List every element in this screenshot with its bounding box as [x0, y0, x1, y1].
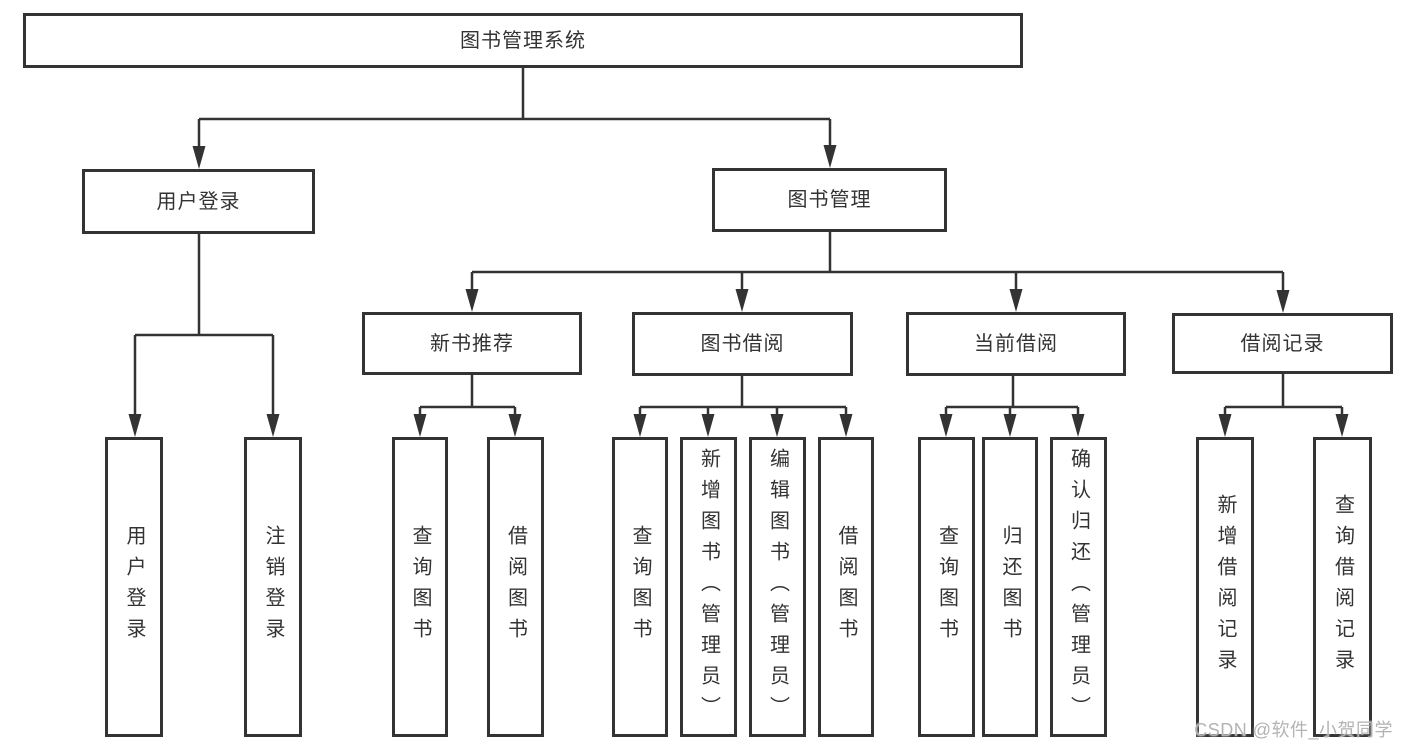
- node-user-login: 用户登录: [82, 169, 315, 234]
- node-label: 图书借阅: [700, 333, 785, 355]
- node-label: 新书推荐: [430, 332, 514, 355]
- leaf-borrow-books-borrow: 借阅图书: [818, 437, 874, 737]
- leaf-label: 新增图书（管理员）: [697, 447, 720, 727]
- node-borrow-records: 借阅记录: [1172, 313, 1393, 374]
- leaf-label: 查询图书: [629, 525, 651, 649]
- node-current-borrow: 当前借阅: [906, 312, 1126, 376]
- node-book-borrow: 图书借阅: [632, 312, 853, 376]
- node-label: 图书管理系统: [460, 29, 586, 52]
- node-book-management: 图书管理: [712, 168, 947, 232]
- leaf-label: 新增借阅记录: [1214, 494, 1236, 680]
- leaf-label: 用户登录: [123, 525, 145, 649]
- leaf-label: 归还图书: [999, 525, 1021, 649]
- leaf-return-book: 归还图书: [982, 437, 1038, 737]
- leaf-query-books-current: 查询图书: [918, 437, 975, 737]
- node-label: 用户登录: [156, 190, 241, 213]
- node-label: 图书管理: [787, 189, 872, 211]
- node-new-book-recommend: 新书推荐: [362, 312, 582, 375]
- leaf-query-books-recommend: 查询图书: [392, 437, 448, 737]
- leaf-query-books-borrow: 查询图书: [612, 437, 668, 737]
- leaf-label: 借阅图书: [504, 525, 527, 649]
- node-label: 当前借阅: [974, 333, 1058, 355]
- leaf-query-borrow-record: 查询借阅记录: [1313, 437, 1372, 737]
- leaf-add-borrow-record: 新增借阅记录: [1196, 437, 1254, 737]
- leaf-label: 查询图书: [935, 525, 958, 649]
- leaf-label: 查询图书: [409, 525, 431, 649]
- leaf-label: 查询借阅记录: [1331, 494, 1354, 680]
- leaf-user-login: 用户登录: [105, 437, 163, 737]
- leaf-label: 注销登录: [262, 525, 284, 649]
- csdn-watermark: CSDN @软件_小贺同学: [1194, 720, 1393, 740]
- leaf-label: 确认归还（管理员）: [1067, 447, 1090, 727]
- node-label: 借阅记录: [1240, 332, 1325, 355]
- leaf-label: 编辑图书（管理员）: [766, 447, 789, 727]
- leaf-add-book-admin: 新增图书（管理员）: [680, 437, 737, 737]
- leaf-label: 借阅图书: [835, 525, 857, 649]
- leaf-edit-book-admin: 编辑图书（管理员）: [749, 437, 806, 737]
- leaf-borrow-books-recommend: 借阅图书: [487, 437, 544, 737]
- node-library-system: 图书管理系统: [23, 13, 1023, 68]
- leaf-confirm-return-admin: 确认归还（管理员）: [1050, 437, 1107, 737]
- leaf-logout: 注销登录: [244, 437, 302, 737]
